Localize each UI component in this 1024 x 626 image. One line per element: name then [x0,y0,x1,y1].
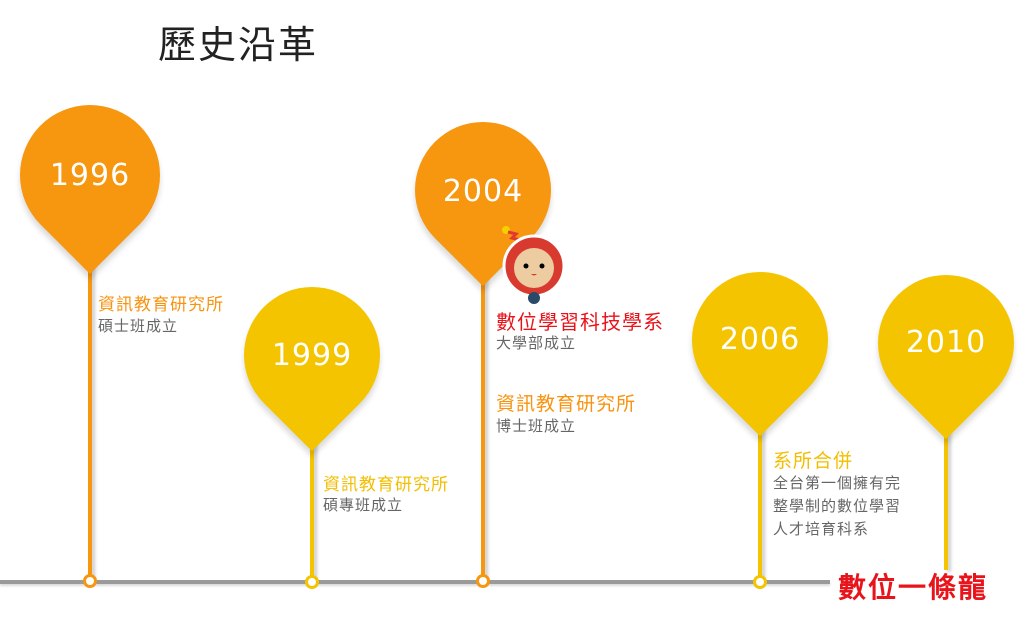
year-1996: 1996 [49,158,131,193]
heading-2004-dept: 數位學習科技學系 [496,310,664,334]
heading-1999: 資訊教育研究所 [323,475,449,495]
year-2010: 2010 [905,325,987,360]
desc-2006-line3: 人才培育科系 [773,520,870,538]
desc-1996: 碩士班成立 [98,317,179,335]
stem-1999 [310,430,314,580]
page-title: 歷史沿革 [158,23,319,67]
dot-2006 [753,575,767,589]
stem-2006 [758,415,762,580]
dot-2004 [476,574,490,588]
year-1999: 1999 [271,338,353,373]
timeline-axis [0,580,830,584]
stem-1996 [88,260,92,580]
dot-1999 [305,575,319,589]
heading-1996: 資訊教育研究所 [98,295,224,315]
year-2004: 2004 [442,174,524,209]
desc-1999: 碩專班成立 [323,496,404,514]
dot-1996 [83,574,97,588]
desc-2004-phd: 博士班成立 [496,417,577,435]
stem-2004 [481,270,485,580]
desc-2006-line2: 整學制的數位學習 [773,497,902,515]
desc-2006-line1: 全台第一個擁有完 [773,474,902,492]
stem-2010 [944,410,948,570]
heading-2006: 系所合併 [773,450,854,472]
slogan: 數位一條龍 [838,571,989,604]
desc-2004-dept: 大學部成立 [496,334,577,352]
year-2006: 2006 [719,322,801,357]
mascot-icon [502,226,566,304]
heading-2004-phd: 資訊教育研究所 [496,393,637,415]
